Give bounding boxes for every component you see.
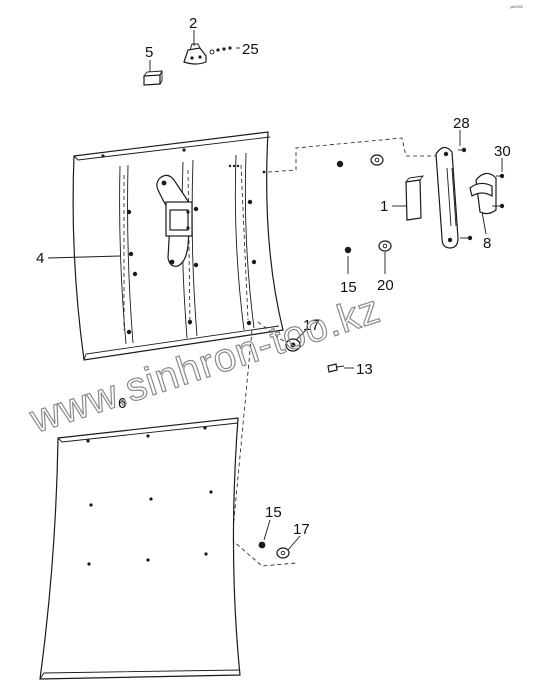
callout-1: 1: [380, 198, 388, 215]
washer-part-20: [378, 240, 392, 252]
callout-8: 8: [483, 235, 491, 252]
lower-panel-part-6: [39, 417, 241, 680]
nut-part-15: [344, 246, 352, 254]
nut-part-15-top: [336, 160, 344, 168]
assembly-line-bottom: [231, 329, 297, 567]
corner-mark: yd0002: [510, 4, 524, 9]
callout-20: 20: [377, 277, 394, 294]
callout-5: 5: [145, 44, 153, 61]
clip-part-5: [143, 70, 163, 86]
hinge-assembly: [405, 146, 505, 249]
callout-13: 13: [356, 361, 373, 378]
callout-28: 28: [453, 115, 470, 132]
callout-4: 4: [36, 250, 44, 267]
panel-holes: [101, 148, 266, 335]
leader-lines: [47, 30, 503, 551]
washer-part-20-top: [370, 154, 384, 166]
callout-15: 15: [340, 279, 357, 296]
assembly-line-top: [267, 137, 440, 173]
callout-25: 25: [242, 41, 259, 58]
callouts: 2 25 5 4 1 28 30 8 15 20 17 13 6 15 17: [36, 15, 511, 538]
callout-30: 30: [494, 143, 511, 160]
callout-15-lower: 15: [265, 504, 282, 521]
bolt-part-13: [327, 363, 338, 373]
callout-17-lower: 17: [293, 521, 310, 538]
callout-2: 2: [189, 15, 197, 32]
panel-hinge-bracket: [156, 174, 193, 267]
callout-17: 17: [303, 317, 320, 334]
washer-part-17-lower: [276, 547, 290, 559]
nut-part-15-lower: [258, 541, 266, 549]
pin-part-25: [209, 46, 232, 55]
callout-6: 6: [118, 395, 126, 412]
upper-panel-part-4: [72, 131, 284, 361]
hinge-plate-part-2: [183, 43, 207, 65]
